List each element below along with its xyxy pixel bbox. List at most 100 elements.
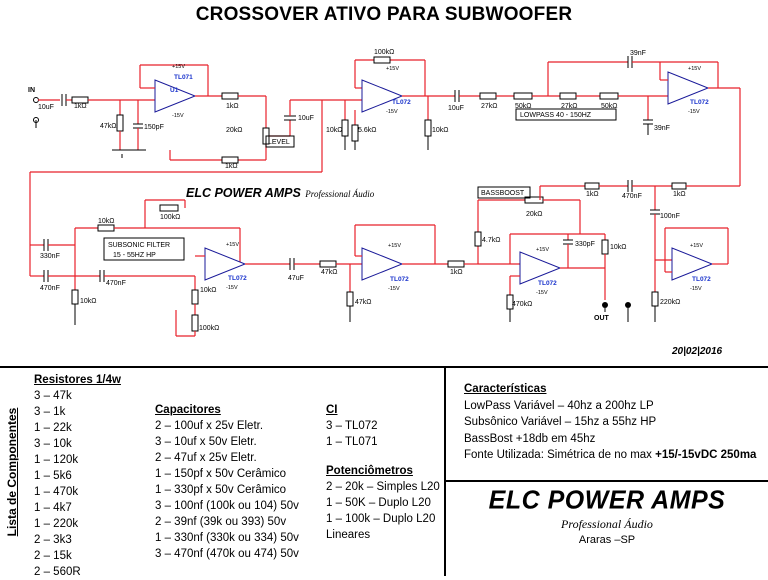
r-bb-in-label: 4.7kΩ: [482, 237, 500, 244]
c-150-label: 150pF: [144, 124, 164, 131]
c-lp-in-label: 10uF: [448, 105, 464, 112]
pot-lp1-label: 50kΩ: [515, 103, 532, 110]
list-item: 2 – 560R: [34, 566, 81, 578]
list-item: 1 – 50K – Duplo L20: [326, 497, 431, 509]
supply-value: +15/-15vDC 250ma: [655, 449, 757, 461]
list-item: 1 – 4k7: [34, 502, 72, 514]
r-buf-label: 47kΩ: [321, 269, 338, 276]
list-item: 2 – 39nf (39k ou 393) 50v: [155, 516, 287, 528]
list-item: 3 – 470nf (470k ou 474) 50v: [155, 548, 299, 560]
stage-gain: TL072 +15V -15V 100kΩ 10kΩ 5.6kΩ 10kΩ: [30, 49, 455, 173]
r-ss-b-label: 10kΩ: [200, 287, 217, 294]
resistor-heading: Resistores 1/4w: [34, 374, 121, 386]
op5-vpos-label: +15V: [388, 243, 401, 249]
op7-vpos-label: +15V: [690, 243, 703, 249]
c-lp-fb-label: 39nF: [630, 50, 646, 57]
pot-level-label: 20kΩ: [226, 127, 243, 134]
c-buf-label: 47uF: [288, 275, 304, 282]
bassboost-label: BASSBOOST: [481, 190, 525, 197]
op6-type-label: TL072: [538, 280, 557, 287]
specs-heading: Características: [464, 383, 547, 395]
stage-level: LEVEL 20kΩ 1kΩ 10uF: [169, 99, 322, 170]
list-item: 1 – 150pf x 50v Cerâmico: [155, 468, 287, 480]
page-title: CROSSOVER ATIVO PARA SUBWOOFER: [195, 4, 573, 25]
ci-list: CI 3 – TL072 1 – TL071: [326, 402, 378, 450]
list-item: 3 – 100nf (100k ou 104) 50v: [155, 500, 299, 512]
r-in2a-label: 10kΩ: [326, 127, 343, 134]
pot-ss-b-label: 100kΩ: [199, 325, 219, 332]
stage-buffer: TL072 +15V -15V 47uF 47kΩ 47kΩ 1kΩ: [288, 224, 478, 322]
inline-brand-name: ELC POWER AMPS: [186, 186, 301, 200]
c-bb-fb-label: 330pF: [575, 241, 595, 248]
stage-input-buffer: TL071 U1 +15V -15V 10uF 1kΩ 47kΩ 150pF 1…: [28, 64, 267, 158]
list-item: 2 – 47uf x 25v Eletr.: [155, 452, 257, 464]
op3-vneg-label: -15V: [688, 109, 700, 115]
pot-heading: Potenciômetros: [326, 465, 413, 477]
c-in-label: 10uF: [38, 104, 54, 111]
u1-type-label: TL071: [174, 74, 193, 81]
list-item: 1 – 220k: [34, 518, 79, 530]
r-bb-gnd-label: 470kΩ: [512, 301, 532, 308]
brand-name: ELC POWER AMPS: [488, 485, 726, 515]
list-item: 1 – 330pf x 50v Cerâmico: [155, 484, 287, 496]
list-item: 3 – 10uf x 50v Eletr.: [155, 436, 257, 448]
list-item: 1 – 100k – Duplo L20: [326, 513, 436, 525]
list-item: 2 – 15k: [34, 550, 72, 562]
op4-vneg-label: -15V: [226, 285, 238, 291]
brand-box: ELC POWER AMPS Professional Áudio Araras…: [446, 485, 768, 546]
list-item: 3 – 1k: [34, 406, 66, 418]
list-item: 3 – 10k: [34, 438, 72, 450]
stage-lowpass: LOWPASS 40 - 150HZ TL072 +15V -15V 10uF …: [448, 50, 741, 176]
list-item: 3 – TL072: [326, 420, 378, 432]
op3-type-label: TL072: [690, 99, 709, 106]
r-out2-label: 10kΩ: [432, 127, 449, 134]
op2-vneg-label: -15V: [386, 109, 398, 115]
date-label: 20|02|2016: [672, 346, 723, 357]
capacitor-heading: Capacitores: [155, 404, 221, 416]
r-bias1-label: 47kΩ: [100, 123, 117, 130]
op5-type-label: TL072: [390, 276, 409, 283]
list-item: 3 – 47k: [34, 390, 72, 402]
pot-ss-label: 100kΩ: [160, 214, 180, 221]
resistor-list: Resistores 1/4w 3 – 47k 3 – 1k 1 – 22k 3…: [34, 372, 121, 580]
subsonic-label-1: SUBSONIC FILTER: [108, 242, 170, 249]
ci-heading: CI: [326, 404, 338, 416]
spec-line: Subsônico Variável – 15hz a 55hz HP: [464, 416, 657, 428]
brand-divider: [444, 480, 768, 482]
section-divider: [0, 366, 768, 368]
specs-panel: Características LowPass Variável – 40hz …: [464, 381, 756, 464]
u1-unit-label: U1: [170, 87, 179, 94]
in-label: IN: [28, 87, 35, 94]
supply-prefix: Fonte Utilizada: Simétrica de no max: [464, 449, 656, 461]
list-item: 1 – TL071: [326, 436, 378, 448]
r-buf-out-label: 1kΩ: [450, 269, 463, 276]
spec-line: LowPass Variável – 40hz a 200hz LP: [464, 399, 654, 412]
capacitor-list: Capacitores 2 – 100uf x 25v Eletr. 3 – 1…: [155, 402, 299, 562]
c-bb-100-label: 100nF: [660, 213, 680, 220]
op2-type-label: TL072: [392, 99, 411, 106]
list-item: 1 – 470k: [34, 486, 79, 498]
list-item: 2 – 20k – Simples L20: [326, 481, 440, 493]
stage-bassboost: BASSBOOST TL072 +15V -15V OUT 4.7kΩ 20kΩ…: [474, 176, 741, 322]
r-bb-fb-label: 10kΩ: [610, 244, 627, 251]
op4-type-label: TL072: [228, 275, 247, 282]
spec-line-supply: Fonte Utilizada: Simétrica de no max +15…: [464, 447, 756, 464]
u1-vneg-label: -15V: [172, 113, 184, 119]
schematic-diagram: TL071 U1 +15V -15V 10uF 1kΩ 47kΩ 150pF 1…: [28, 49, 741, 337]
r-lp1-label: 27kΩ: [481, 103, 498, 110]
c-bb-label: 470nF: [622, 193, 642, 200]
pot-lp2-label: 50kΩ: [601, 103, 618, 110]
r-bb2-label: 1kΩ: [673, 191, 686, 198]
brand-city: Araras –SP: [578, 534, 636, 546]
pot-list: Potenciômetros 2 – 20k – Simples L20 1 –…: [326, 463, 440, 543]
r-lp2-label: 27kΩ: [561, 103, 578, 110]
op2-vpos-label: +15V: [386, 66, 399, 72]
level-label: LEVEL: [268, 139, 290, 146]
brand-sub: Professional Áudio: [561, 517, 653, 531]
c-level-label: 10uF: [298, 115, 314, 122]
op5-vneg-label: -15V: [388, 286, 400, 292]
r-in2b-label: 5.6kΩ: [358, 127, 376, 134]
list-item: 1 – 5k6: [34, 470, 72, 482]
r-buf-gnd-label: 47kΩ: [355, 299, 372, 306]
c-ss1-label: 330nF: [40, 253, 60, 260]
